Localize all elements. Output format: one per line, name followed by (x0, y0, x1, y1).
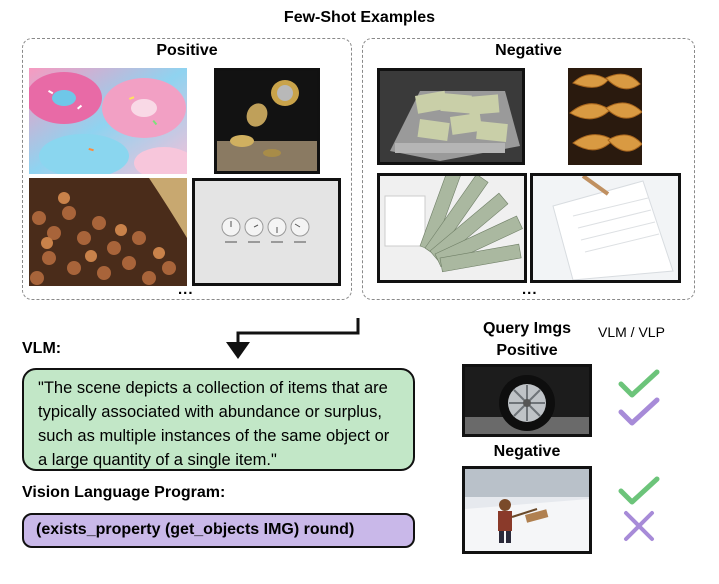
image-wall-clocks (192, 178, 341, 286)
vlm-description-box: "The scene depicts a collection of items… (22, 368, 415, 471)
negative-panel-label: Negative (495, 42, 562, 59)
positive-examples-panel (22, 38, 352, 300)
positive-panel-label: Positive (156, 42, 218, 59)
vlm-vlp-column-header: VLM / VLP (598, 324, 665, 340)
program-label: Vision Language Program: (22, 484, 226, 501)
image-car-wheel (462, 364, 592, 437)
image-croissants (568, 68, 642, 165)
check-icon-positive-vlm (618, 369, 660, 398)
image-money-briefcase (377, 68, 525, 165)
image-dollar-bills-fan (377, 173, 527, 283)
image-pile-of-pennies (29, 178, 187, 286)
negative-more-ellipsis: ... (522, 281, 538, 298)
cross-icon-negative-vlp (624, 511, 654, 541)
program-code-box: (exists_property (get_objects IMG) round… (22, 513, 415, 548)
query-negative-label: Negative (493, 443, 561, 460)
page-title: Few-Shot Examples (283, 9, 436, 26)
image-donuts (29, 68, 187, 174)
image-child-sled-snow (462, 466, 592, 554)
flow-arrow (226, 318, 360, 359)
positive-more-ellipsis: ... (178, 281, 194, 298)
query-images-title: Query Imgs (482, 320, 572, 337)
negative-examples-panel (362, 38, 695, 300)
image-falling-coins (214, 68, 320, 174)
vlm-label: VLM: (22, 340, 62, 357)
query-positive-label: Positive (496, 342, 558, 359)
check-icon-positive-vlp (618, 397, 660, 426)
image-notebook-pen (530, 173, 681, 283)
check-icon-negative-vlm (618, 476, 660, 505)
